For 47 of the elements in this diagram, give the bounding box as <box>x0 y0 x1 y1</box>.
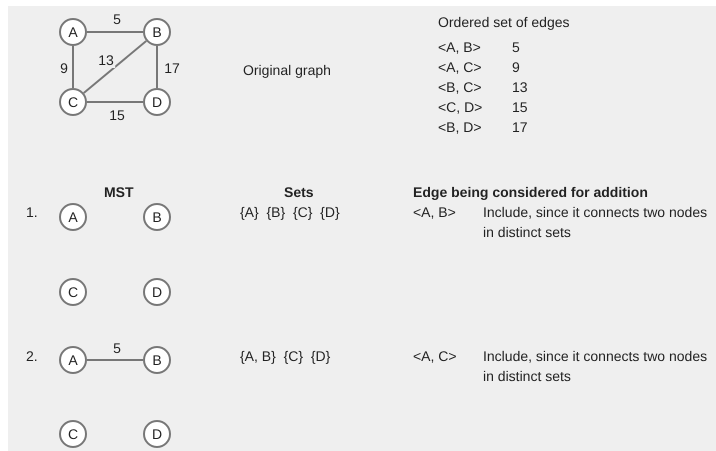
text-label: <A, B> <box>413 203 456 222</box>
vertex-circle: B <box>143 18 171 46</box>
text-label: 2. <box>26 347 38 366</box>
column-heading: Sets <box>284 183 314 202</box>
text-label: 17 <box>512 118 528 137</box>
vertex-circle: B <box>143 346 171 374</box>
text-label: 1. <box>26 203 38 222</box>
vertex-circle: A <box>59 18 87 46</box>
text-label: <B, D> <box>438 118 482 137</box>
vertex-circle: D <box>143 420 171 448</box>
edge-weight-label: 5 <box>112 340 122 356</box>
text-label: <C, D> <box>438 98 482 117</box>
edge-weight-label: 17 <box>163 60 181 76</box>
edge-line <box>87 359 143 361</box>
column-heading: MST <box>104 183 134 202</box>
text-label: {A} {B} {C} {D} <box>240 203 340 222</box>
text-label: <A, C> <box>413 347 457 366</box>
text-label: 5 <box>512 38 520 57</box>
vertex-circle: D <box>143 88 171 116</box>
edge-weight-label: 15 <box>108 107 126 123</box>
edge-line <box>72 46 74 88</box>
vertex-circle: A <box>59 203 87 231</box>
text-label: 13 <box>512 78 528 97</box>
edge-line <box>87 101 143 103</box>
text-label: {A, B} {C} {D} <box>240 347 330 366</box>
vertex-circle: B <box>143 203 171 231</box>
text-label: Original graph <box>243 61 331 80</box>
text-label: 15 <box>512 98 528 117</box>
edge-weight-label: 13 <box>97 52 115 68</box>
text-label: <B, C> <box>438 78 482 97</box>
vertex-circle: C <box>59 420 87 448</box>
vertex-circle: C <box>59 88 87 116</box>
text-label: <A, C> <box>438 58 482 77</box>
column-heading: Edge being considered for addition <box>413 183 648 202</box>
vertex-circle: A <box>59 346 87 374</box>
vertex-circle: D <box>143 278 171 306</box>
text-label: Include, since it connects two nodes in distinct sets <box>483 347 708 386</box>
edge-weight-label: 5 <box>112 11 122 27</box>
edge-line <box>87 31 143 33</box>
text-label: <A, B> <box>438 38 481 57</box>
list-heading: Ordered set of edges <box>438 13 570 32</box>
edge-weight-label: 9 <box>59 60 69 76</box>
text-label: 9 <box>512 58 520 77</box>
vertex-circle: C <box>59 278 87 306</box>
edge-line <box>83 40 147 94</box>
edge-line <box>156 46 158 88</box>
text-label: Include, since it connects two nodes in distinct sets <box>483 203 708 242</box>
